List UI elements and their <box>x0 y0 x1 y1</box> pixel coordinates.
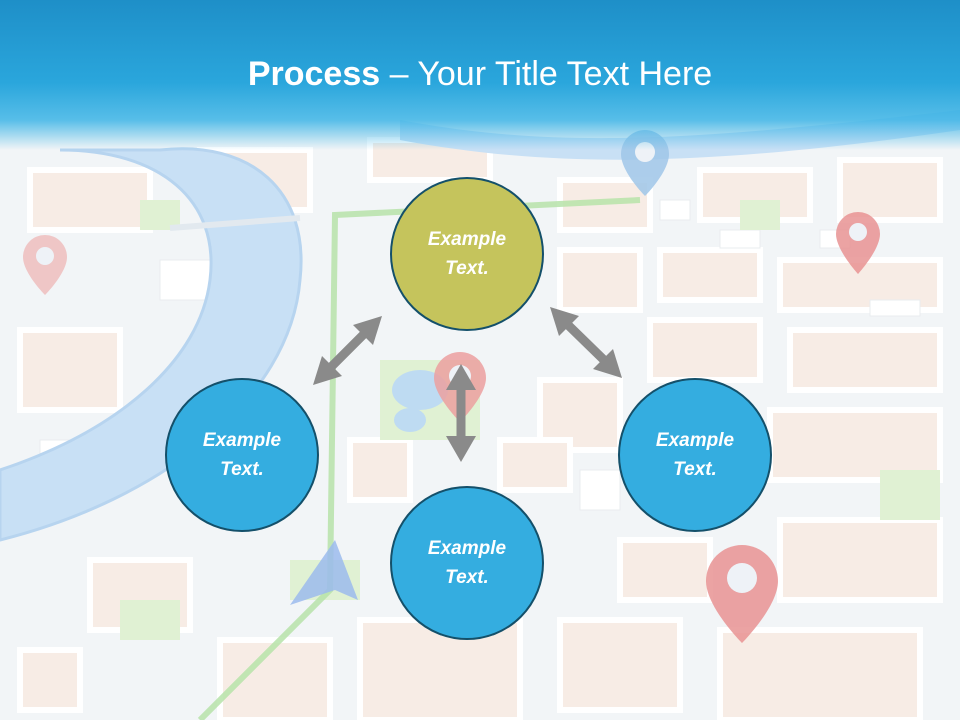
arrowhead <box>313 356 342 385</box>
arrowhead <box>446 364 476 390</box>
process-node-top[interactable]: Example Text. <box>390 177 544 331</box>
node-label: Example Text. <box>427 229 507 279</box>
process-node-left[interactable]: Example Text. <box>165 378 319 532</box>
arrowhead <box>353 316 382 345</box>
slide-title-rest: – Your Title Text Here <box>380 55 713 93</box>
process-node-right[interactable]: Example Text. <box>618 378 772 532</box>
process-node-bottom[interactable]: Example Text. <box>390 486 544 640</box>
arrow-top-left <box>325 328 370 373</box>
arrowhead <box>593 349 622 378</box>
arrowhead <box>550 307 579 336</box>
slide-title: Process – Your Title Text Here <box>0 52 960 96</box>
node-label: Example Text. <box>202 430 282 480</box>
header-band <box>0 0 960 150</box>
node-label: Example Text. <box>427 538 507 588</box>
arrowhead <box>446 436 476 462</box>
slide-title-bold: Process <box>247 55 381 93</box>
arrow-top-right <box>562 319 610 366</box>
node-label: Example Text. <box>655 430 735 480</box>
